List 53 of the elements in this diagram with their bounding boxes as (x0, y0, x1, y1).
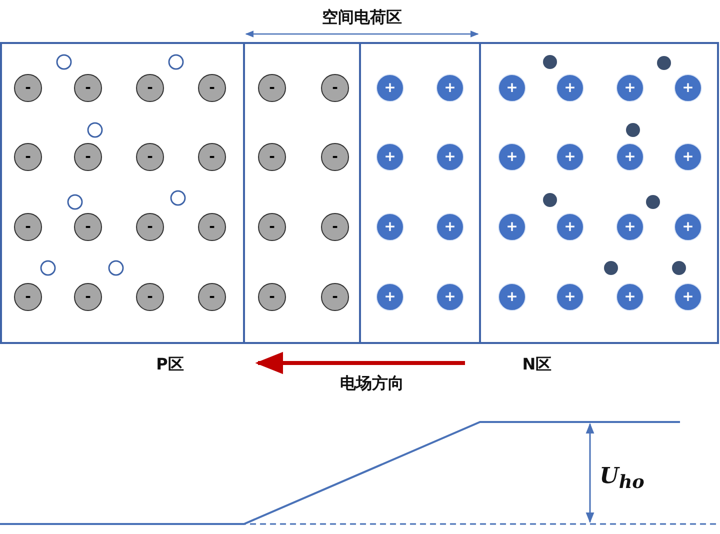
positive-ion: + (674, 143, 702, 171)
positive-ion: + (556, 143, 584, 171)
negative-ion: - (321, 143, 349, 171)
negative-ion: - (258, 143, 286, 171)
positive-ion: + (616, 283, 644, 311)
positive-ion: + (436, 74, 464, 102)
positive-ion: + (498, 283, 526, 311)
positive-ion: + (616, 213, 644, 241)
negative-ion: - (198, 283, 226, 311)
n-region-label: N区 (522, 354, 552, 376)
negative-ion: - (14, 283, 42, 311)
negative-ion: - (136, 143, 164, 171)
positive-ion: + (556, 74, 584, 102)
positive-ion: + (436, 143, 464, 171)
positive-ion: + (436, 283, 464, 311)
positive-ion: + (376, 74, 404, 102)
positive-ion: + (498, 213, 526, 241)
negative-ion: - (321, 74, 349, 102)
positive-ion: + (376, 283, 404, 311)
voltage-label: U$_{ho}$ (600, 462, 644, 494)
positive-ion: + (376, 143, 404, 171)
negative-ion: - (258, 213, 286, 241)
positive-ion: + (616, 143, 644, 171)
negative-ion: - (136, 283, 164, 311)
negative-ion: - (74, 213, 102, 241)
negative-ion: - (14, 74, 42, 102)
negative-ion: - (321, 213, 349, 241)
negative-ion: - (74, 74, 102, 102)
positive-ion: + (556, 283, 584, 311)
positive-ion: + (674, 74, 702, 102)
negative-ion: - (198, 74, 226, 102)
positive-ion: + (674, 283, 702, 311)
positive-ion: + (556, 213, 584, 241)
p-region-label: P区 (156, 354, 184, 376)
negative-ion: - (198, 213, 226, 241)
positive-ion: + (436, 213, 464, 241)
positive-ion: + (498, 74, 526, 102)
negative-ion: - (74, 283, 102, 311)
positive-ion: + (376, 213, 404, 241)
negative-ion: - (14, 213, 42, 241)
negative-ion: - (198, 143, 226, 171)
negative-ion: - (14, 143, 42, 171)
negative-ion: - (321, 283, 349, 311)
negative-ion: - (74, 143, 102, 171)
negative-ion: - (258, 74, 286, 102)
negative-ion: - (258, 283, 286, 311)
negative-ion: - (136, 213, 164, 241)
positive-ion: + (498, 143, 526, 171)
positive-ion: + (674, 213, 702, 241)
positive-ion: + (616, 74, 644, 102)
space-charge-region-label: 空间电荷区 (322, 8, 402, 28)
field-direction-label: 电场方向 (340, 374, 404, 394)
negative-ion: - (136, 74, 164, 102)
